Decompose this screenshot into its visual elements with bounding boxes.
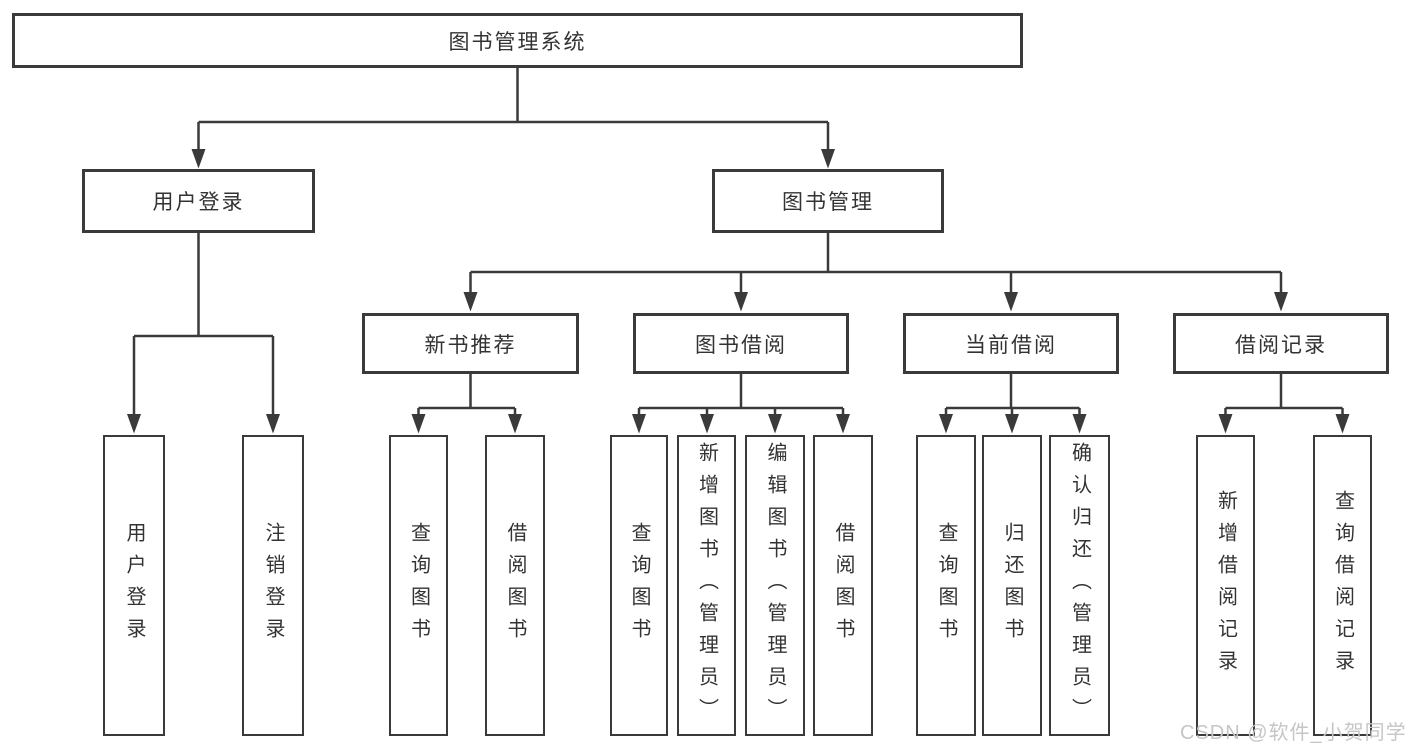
leaf-logout: 注销登录 [242,435,304,736]
node-new-book-recommend: 新书推荐 [362,313,579,374]
leaf-bb-query-book-label: 查询图书 [628,521,650,650]
node-book-management: 图书管理 [712,169,944,233]
arrowheads [127,149,1350,434]
leaf-nbr-query-book: 查询图书 [389,435,448,736]
node-user-login-group: 用户登录 [82,169,315,233]
leaf-cb-return-book-label: 归还图书 [1001,521,1023,650]
leaf-cb-confirm-return: 确认归还（管理员） [1049,435,1110,736]
node-current-borrow: 当前借阅 [903,313,1119,374]
node-root: 图书管理系统 [12,13,1023,68]
leaf-user-login-label: 用户登录 [123,521,145,650]
leaf-bb-edit-book-label: 编辑图书（管理员） [764,441,786,730]
leaf-br-add-record-label: 新增借阅记录 [1214,489,1237,682]
leaf-bb-borrow-book-label: 借阅图书 [832,521,854,650]
leaf-bb-borrow-book: 借阅图书 [813,435,873,736]
leaf-bb-add-book: 新增图书（管理员） [677,435,736,736]
leaf-user-login: 用户登录 [103,435,165,736]
leaf-nbr-query-book-label: 查询图书 [407,521,430,650]
node-borrow-records-label: 借阅记录 [1235,333,1327,357]
leaf-logout-label: 注销登录 [262,521,284,650]
leaf-cb-return-book: 归还图书 [982,435,1042,736]
leaf-bb-add-book-label: 新增图书（管理员） [695,441,718,730]
node-book-management-label: 图书管理 [782,191,874,214]
node-borrow-records: 借阅记录 [1173,313,1389,374]
leaf-cb-query-book: 查询图书 [916,435,976,736]
node-book-borrow-label: 图书借阅 [695,333,787,357]
leaf-br-add-record: 新增借阅记录 [1196,435,1255,736]
leaf-br-query-record-label: 查询借阅记录 [1331,489,1354,682]
leaf-bb-edit-book: 编辑图书（管理员） [745,435,805,736]
node-current-borrow-label: 当前借阅 [965,333,1057,357]
leaf-nbr-borrow-book-label: 借阅图书 [504,521,526,650]
leaf-cb-query-book-label: 查询图书 [935,521,957,650]
node-book-borrow: 图书借阅 [633,313,849,374]
node-user-login-group-label: 用户登录 [152,191,245,214]
node-new-book-recommend-label: 新书推荐 [424,333,517,357]
leaf-cb-confirm-return-label: 确认归还（管理员） [1068,441,1091,730]
leaf-br-query-record: 查询借阅记录 [1313,435,1372,736]
leaf-bb-query-book: 查询图书 [610,435,668,736]
node-root-label: 图书管理系统 [448,30,587,54]
leaf-nbr-borrow-book: 借阅图书 [485,435,545,736]
csdn-watermark: CSDN @软件_小贺同学 [1180,722,1405,744]
